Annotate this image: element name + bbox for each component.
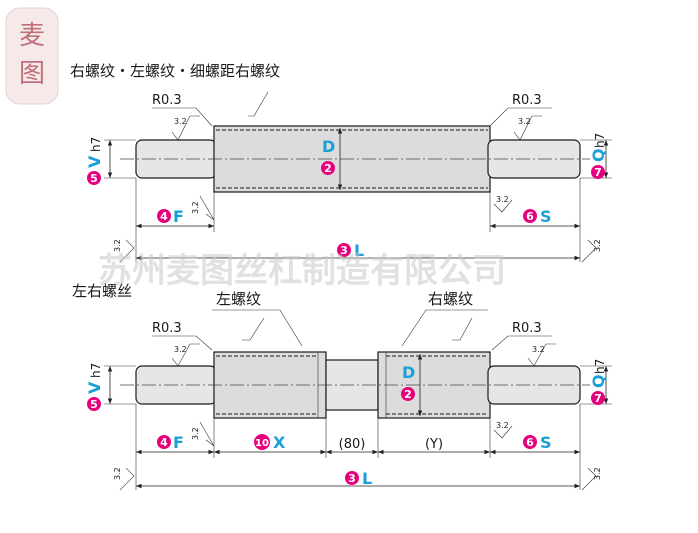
svg-text:2: 2 — [324, 162, 332, 175]
bottom-mid-label: (80) — [339, 437, 366, 452]
top-r-left-leader — [152, 107, 213, 127]
svg-text:6: 6 — [526, 436, 534, 449]
svg-text:3.2: 3.2 — [496, 195, 509, 204]
svg-text:3.2: 3.2 — [496, 421, 509, 430]
svg-text:3.2: 3.2 — [593, 467, 602, 480]
svg-text:3.2: 3.2 — [174, 345, 187, 354]
svg-text:3: 3 — [340, 244, 348, 257]
svg-text:7: 7 — [594, 392, 602, 405]
top-v-suffix: h7 — [89, 137, 103, 152]
top-q-label: Q — [589, 148, 608, 162]
top-s-label: S — [540, 207, 552, 226]
top-d-label: D — [322, 137, 335, 156]
top-surface-mark-left: 3.2 — [171, 115, 200, 141]
bottom-left-thread-label: 左螺纹 — [216, 290, 261, 308]
bottom-surface-mark-right: 3.2 — [527, 343, 556, 367]
bottom-x-label: X — [273, 433, 286, 452]
top-l-label: L — [354, 241, 364, 260]
top-r-right-leader — [489, 107, 552, 127]
svg-text:6: 6 — [526, 210, 534, 223]
bottom-surface-mark-left: 3.2 — [171, 343, 200, 367]
svg-text:4: 4 — [160, 436, 168, 449]
top-surface-mark-l-right: 3.2 — [581, 239, 602, 263]
bottom-v-suffix: h7 — [89, 363, 103, 378]
bottom-q-label: Q — [589, 374, 608, 388]
bottom-q-suffix: h7 — [593, 359, 607, 374]
top-f-label: F — [173, 207, 184, 226]
bottom-surface-mark-l-right: 3.2 — [581, 467, 602, 491]
top-d-badge — [321, 161, 335, 175]
bottom-f-label: F — [173, 433, 184, 452]
svg-text:2: 2 — [404, 388, 412, 401]
bottom-surface-mark-l-left: 3.2 — [113, 467, 135, 491]
watermark: 苏州麦图丝杠制造有限公司 — [98, 251, 506, 291]
svg-text:3: 3 — [348, 472, 356, 485]
top-surface-mark-l-left: 3.2 — [113, 239, 135, 263]
top-title: 右螺纹・左螺纹・细螺距右螺纹 — [70, 62, 280, 80]
bottom-y-label: (Y) — [425, 437, 443, 452]
company-logo: 麦 图 — [5, 7, 59, 105]
svg-text:3.2: 3.2 — [174, 117, 187, 126]
logo-char-bottom: 图 — [19, 59, 45, 89]
svg-text:3.2: 3.2 — [191, 201, 200, 214]
svg-text:7: 7 — [594, 166, 602, 179]
logo-char-top: 麦 — [19, 21, 45, 51]
svg-text:3.2: 3.2 — [191, 427, 200, 440]
svg-text:10: 10 — [255, 438, 269, 449]
svg-text:3.2: 3.2 — [518, 117, 531, 126]
svg-text:5: 5 — [90, 172, 98, 185]
top-surface-mark-right: 3.2 — [513, 115, 542, 141]
top-v-label: V — [85, 155, 104, 168]
bottom-right-thread-label: 右螺纹 — [428, 290, 473, 308]
svg-text:3.2: 3.2 — [113, 467, 122, 480]
top-r-right: R0.3 — [512, 93, 542, 108]
bottom-v-label: V — [85, 381, 104, 394]
bottom-r-right: R0.3 — [512, 321, 542, 336]
svg-text:5: 5 — [90, 398, 98, 411]
bottom-surface-mark-s: 3.2 — [493, 421, 513, 439]
bottom-d-label: D — [402, 363, 415, 382]
top-q-suffix: h7 — [593, 133, 607, 148]
bottom-surface-mark-f: 3.2 — [191, 421, 215, 447]
bottom-l-label: L — [362, 469, 372, 488]
svg-text:3.2: 3.2 — [593, 239, 602, 252]
top-surface-mark-s: 3.2 — [493, 195, 513, 213]
svg-text:3.2: 3.2 — [113, 239, 122, 252]
top-r-left: R0.3 — [152, 93, 182, 108]
bottom-r-left: R0.3 — [152, 321, 182, 336]
bottom-s-label: S — [540, 433, 552, 452]
bottom-title: 左右螺丝 — [72, 282, 132, 300]
top-surface-mark-f: 3.2 — [191, 195, 215, 221]
svg-text:3.2: 3.2 — [532, 345, 545, 354]
top-thread-leader — [248, 91, 269, 117]
svg-text:4: 4 — [160, 210, 168, 223]
